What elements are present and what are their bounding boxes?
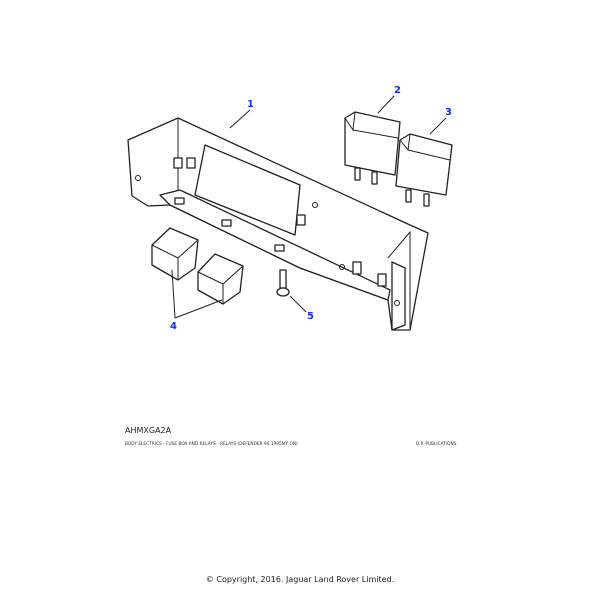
callout-2[interactable]: 2 — [394, 85, 401, 96]
illustration-code: AHMXGA2A — [125, 426, 172, 435]
callout-1[interactable]: 1 — [247, 99, 254, 110]
relay-part-3 — [395, 117, 453, 207]
relay-part-2 — [344, 95, 401, 185]
bracket-part-1 — [127, 109, 429, 331]
callout-4[interactable]: 4 — [170, 321, 177, 332]
relay-socket-part-4 — [151, 227, 244, 319]
diagram-description: BODY ELECTRICS - FUSE BOX AND RELAYS - R… — [125, 442, 298, 447]
copyright: © Copyright, 2016. Jaguar Land Rover Lim… — [205, 575, 395, 584]
screw-part-5 — [276, 269, 307, 313]
publisher: D.P. PUBLICATIONS — [416, 442, 457, 447]
callout-3[interactable]: 3 — [445, 107, 452, 118]
callout-5[interactable]: 5 — [307, 311, 314, 322]
